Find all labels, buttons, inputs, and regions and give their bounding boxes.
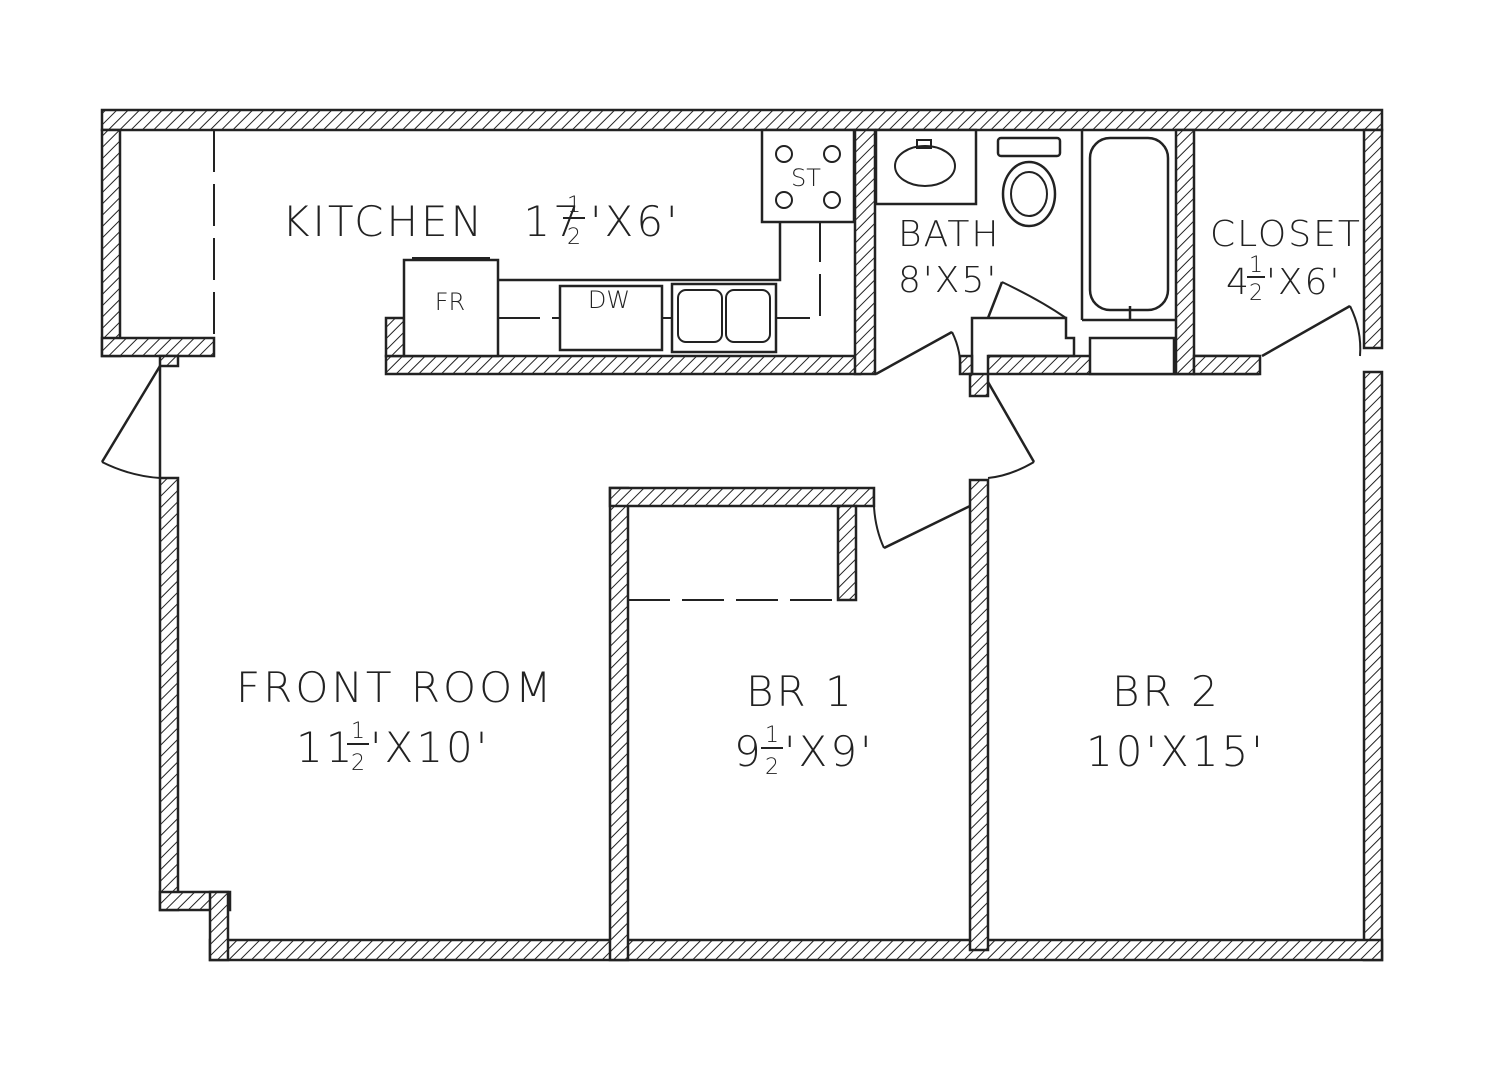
front-room-dim-whole: 11: [296, 723, 355, 772]
closet-door-leaf: [1261, 304, 1351, 358]
closet-dim-whole: 4: [1226, 262, 1251, 303]
front-room-frac-num: 1: [351, 719, 365, 744]
wall-bath-closet: [1174, 128, 1196, 376]
wall-bath-door-jamb: [958, 354, 974, 376]
counter-outline: [498, 222, 782, 282]
counter-dash: [498, 222, 821, 319]
bath-door-leaf: [875, 330, 953, 376]
front-room-label: FRONT ROOM: [236, 663, 554, 712]
wall-br1-br2: [968, 478, 990, 952]
wall-entry-jamb: [158, 354, 180, 368]
stove: [760, 128, 856, 224]
wall-right-lower: [1362, 370, 1384, 962]
br1-dims: 'X9': [784, 727, 875, 776]
fridge-label: FR: [435, 288, 465, 316]
wall-br1-left: [608, 486, 630, 962]
kitchen-dims: 'X6': [590, 197, 681, 246]
br1-door-swing: [872, 487, 885, 549]
br1-frac-num: 1: [765, 723, 779, 748]
linen-box: [1088, 336, 1176, 376]
burner-icon: [775, 191, 793, 209]
br1-dim-whole: 9: [734, 727, 764, 776]
front-room-frac-den: 2: [351, 751, 365, 776]
kitchen-sink: [670, 282, 778, 354]
fixtures: ST FR DW: [213, 128, 1176, 601]
doors: [100, 281, 1362, 550]
room-labels: KITCHEN 17 1 2 'X6' BATH 8'X5' CLOSET 4 …: [236, 193, 1362, 780]
wall-left-lower: [158, 476, 180, 912]
burner-icon: [823, 145, 841, 163]
hall-bath-door-swing: [1001, 281, 1067, 319]
hall-bath-door-leaf: [986, 281, 1004, 319]
wall-hall-stub: [968, 372, 990, 398]
bath-vanity: [874, 128, 978, 206]
wall-br1-top: [608, 486, 876, 508]
bath-door-swing: [951, 331, 962, 375]
bath-label: BATH: [898, 214, 1000, 255]
linen-shelf: [970, 316, 1076, 374]
dishwasher-label: DW: [588, 286, 630, 314]
dishwasher: [558, 284, 664, 352]
fridge: [402, 258, 500, 358]
wall-right-upper: [1362, 128, 1384, 350]
entry-door-swing: [101, 461, 161, 479]
toilet-seat: [1010, 171, 1048, 217]
br2-door-leaf: [986, 381, 1036, 463]
kitchen-frac-num: 1: [567, 193, 581, 218]
closet-frac-den: 2: [1249, 281, 1263, 306]
bathtub: [1088, 136, 1170, 312]
burner-icon: [775, 145, 793, 163]
closet-door-swing: [1349, 305, 1362, 357]
wall-notch-vertical: [208, 890, 230, 962]
kitchen-label: KITCHEN 17: [282, 197, 583, 246]
sink-basin-left: [677, 289, 723, 343]
br1-frac-den: 2: [765, 755, 779, 780]
wall-kitchen-counter-end: [384, 316, 406, 358]
br1-label: BR 1: [746, 667, 855, 716]
br2-label: BR 2: [1112, 667, 1221, 716]
bath-dims: 8'X5': [898, 260, 998, 301]
toilet-tank: [996, 136, 1062, 158]
stove-label: ST: [791, 164, 821, 192]
entry-door-leaf: [100, 365, 162, 463]
bath-faucet-icon: [916, 139, 932, 149]
closet-dims: 'X6': [1266, 262, 1341, 303]
kitchen-frac-den: 2: [567, 225, 581, 250]
wall-kitchen-bath: [853, 128, 877, 376]
burner-icon: [823, 191, 841, 209]
closet-frac-num: 1: [1249, 253, 1263, 278]
wall-bottom: [208, 938, 1384, 962]
closet-label: CLOSET: [1210, 214, 1362, 255]
wall-top: [100, 108, 1384, 132]
wall-closet-bottom: [1192, 354, 1262, 376]
br1-door-leaf: [883, 504, 971, 550]
wall-left-upper: [100, 128, 122, 358]
wall-coat-closet-bottom: [100, 336, 216, 358]
bath-sink-basin: [894, 145, 956, 187]
br2-door-swing: [987, 461, 1035, 479]
sink-basin-right: [725, 289, 771, 343]
wall-br1-closet-side: [836, 504, 858, 602]
wall-kitchen-counter: [384, 354, 862, 376]
br2-dims: 10'X15': [1086, 727, 1266, 776]
front-room-dims: 'X10': [370, 723, 490, 772]
